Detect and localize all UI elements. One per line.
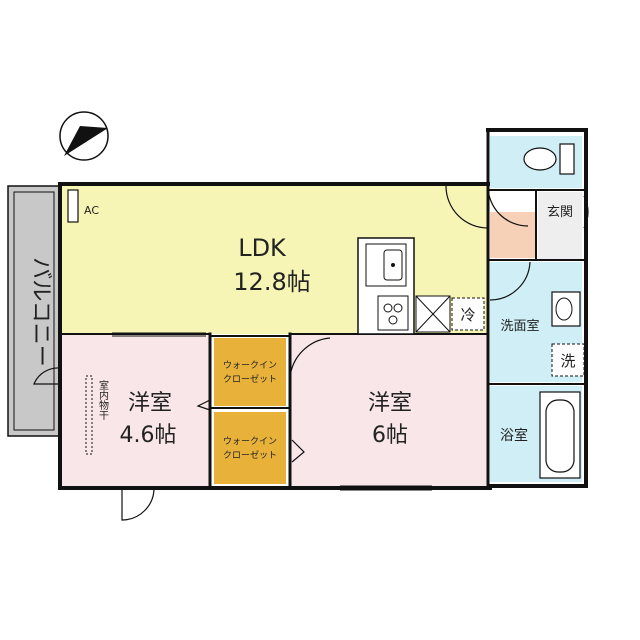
ldk-name: LDK [238, 234, 287, 262]
balcony [7, 185, 61, 437]
washer-space [551, 343, 585, 377]
entrance-name: 玄関 [547, 205, 573, 220]
stove-icon [377, 295, 409, 331]
ac-unit [67, 189, 79, 223]
entrance-hall-area [490, 212, 536, 258]
ldk-size: 12.8帖 [233, 268, 310, 296]
indoor-drying-label: 室内物干 [97, 379, 109, 421]
closet-a-area [214, 338, 286, 406]
washroom-name: 洗面室 [500, 318, 539, 334]
western-room-b-name: 洋室 [368, 391, 412, 416]
kitchen-sink-icon [383, 249, 403, 281]
closet-a-line1: ウォークイン [223, 360, 277, 371]
indoor-drying-rail [85, 375, 93, 455]
western-room-a-size: 4.6帖 [120, 423, 177, 448]
western-room-a-name: 洋室 [128, 391, 172, 416]
fridge-space [451, 297, 485, 331]
entrance-area [538, 192, 582, 260]
bathroom-name: 浴室 [500, 427, 528, 444]
doors [33, 185, 589, 521]
western-room-b-area [290, 334, 488, 486]
toilet-icon [523, 143, 575, 175]
closet-a-line2: クローゼット [223, 373, 277, 385]
bathtub-icon [539, 391, 581, 479]
fridge-label: 冷 [460, 306, 475, 324]
closet-b-area [214, 412, 286, 484]
western-room-b-size: 6帖 [372, 423, 408, 448]
pantry-box [415, 295, 451, 333]
north-arrow-icon [59, 111, 109, 161]
washer-label: 洗 [560, 352, 575, 370]
ac-label: AC [84, 204, 99, 217]
balcony-name: バルコニー [28, 257, 53, 367]
windows [112, 332, 432, 491]
western-room-a-area [62, 334, 210, 486]
wash-basin-icon [551, 291, 581, 327]
closet-b-line1: ウォークイン [223, 436, 277, 447]
closet-b-line2: クローゼット [223, 449, 277, 461]
